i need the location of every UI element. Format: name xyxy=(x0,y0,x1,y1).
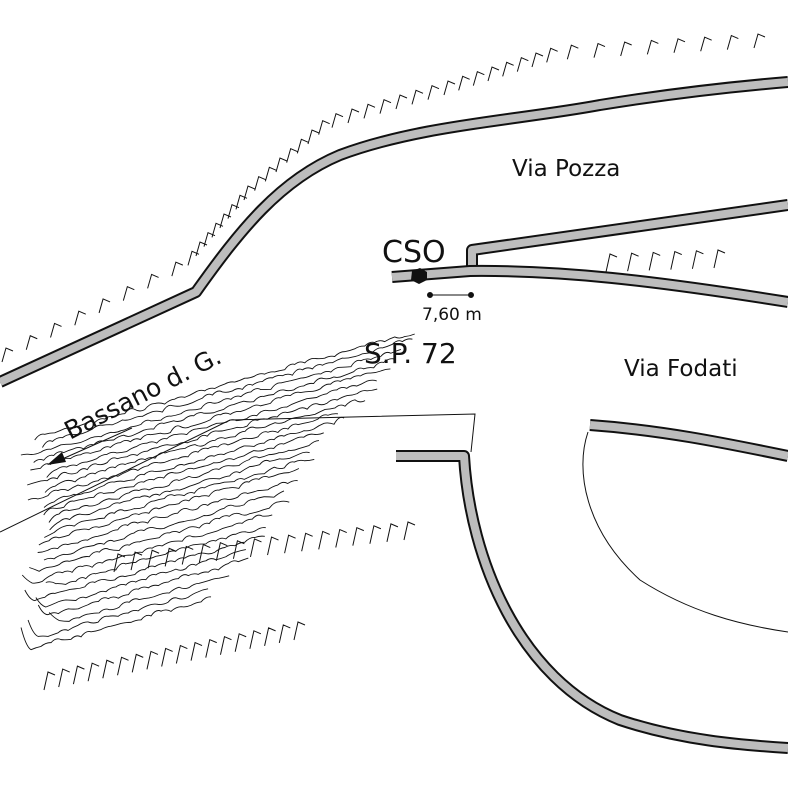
label-via-pozza: Via Pozza xyxy=(512,156,620,182)
road-segment xyxy=(396,452,788,752)
label-sp72: S.P. 72 xyxy=(364,337,457,370)
contour-line xyxy=(44,399,366,493)
contour-line xyxy=(24,535,265,602)
thin-boundaries xyxy=(0,413,788,633)
slope-hatching xyxy=(1,33,766,691)
boundary-curve xyxy=(582,431,788,633)
contour-line xyxy=(48,440,319,523)
direction-arrow-icon xyxy=(59,427,133,461)
label-via-fodati: Via Fodati xyxy=(624,356,738,382)
boundary-line xyxy=(0,413,476,533)
contour-line xyxy=(34,333,415,441)
contour-line xyxy=(43,416,345,508)
contour-line xyxy=(27,413,338,501)
contour-line xyxy=(43,432,324,516)
contour-line xyxy=(35,549,246,608)
road-segment xyxy=(468,201,788,270)
contour-line xyxy=(21,514,273,584)
contour-line xyxy=(37,557,249,616)
contour-line xyxy=(43,490,285,561)
hatch-row xyxy=(43,621,306,691)
contour-line xyxy=(42,338,413,448)
contour-line xyxy=(29,500,290,572)
cso-marker xyxy=(411,268,427,284)
label-cso: CSO xyxy=(382,235,446,270)
contour-line xyxy=(30,368,391,471)
contour-line xyxy=(20,348,402,456)
contour-line xyxy=(37,480,298,553)
hatch-row xyxy=(113,521,416,573)
distance-scale xyxy=(427,292,474,298)
contour-line xyxy=(48,575,230,622)
arrowhead-icon xyxy=(47,452,66,465)
roads xyxy=(0,76,788,754)
contour-line xyxy=(38,468,300,546)
contour-line xyxy=(27,588,209,637)
label-bassano: Bassano d. G. xyxy=(60,341,226,445)
label-distance: 7,60 m xyxy=(422,305,482,325)
cso-point-icon xyxy=(411,268,427,284)
hatch-row xyxy=(605,249,726,273)
contour-line xyxy=(45,527,266,585)
hatch-row xyxy=(1,33,766,363)
terrain-contours xyxy=(20,333,415,651)
road-segment xyxy=(391,266,788,306)
contour-line xyxy=(20,596,212,651)
contour-line xyxy=(27,388,378,486)
contour-line xyxy=(46,379,377,478)
road-segment xyxy=(0,78,788,386)
contour-line xyxy=(49,451,310,531)
contour-line xyxy=(44,458,315,538)
road-segment xyxy=(589,421,788,460)
